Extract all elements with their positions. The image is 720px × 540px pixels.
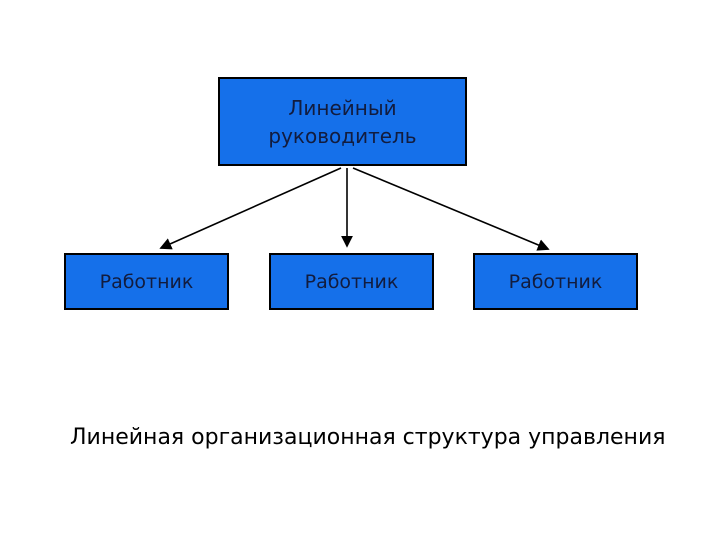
diagram-caption: Линейная организационная структура управ…: [70, 425, 666, 450]
node-line-manager: Линейный руководитель: [218, 77, 467, 166]
node-worker-2-label: Работник: [304, 270, 399, 293]
node-worker-3: Работник: [473, 253, 638, 310]
node-line-manager-label-line1: Линейный: [288, 95, 397, 120]
connector-root-to-worker-3: [352, 167, 550, 251]
node-worker-2: Работник: [269, 253, 434, 310]
node-worker-1: Работник: [64, 253, 229, 310]
connector-root-to-worker-1: [159, 167, 342, 250]
node-line-manager-label-line2: руководитель: [268, 123, 417, 148]
node-worker-3-label: Работник: [508, 270, 603, 293]
node-worker-1-label: Работник: [99, 270, 194, 293]
